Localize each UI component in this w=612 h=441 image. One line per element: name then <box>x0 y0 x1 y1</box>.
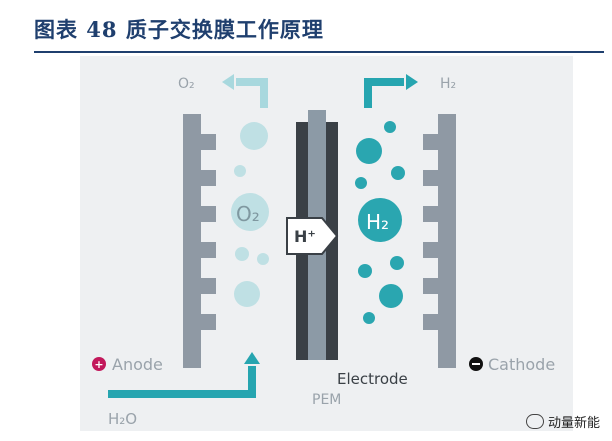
proton-tag <box>286 217 339 255</box>
o2-bubble-label: O₂ <box>236 202 260 226</box>
wechat-icon <box>525 414 544 429</box>
h2o-label: H₂O <box>108 410 137 428</box>
page-title: 图表 48 质子交换膜工作原理 <box>34 17 324 42</box>
anode-plate <box>183 114 216 368</box>
oxygen-bubble <box>240 122 268 150</box>
hydrogen-bubble <box>358 264 372 278</box>
h2-bubble-label: H₂ <box>366 210 389 234</box>
oxygen-bubble <box>234 281 260 307</box>
oxygen-bubbles <box>231 122 269 307</box>
electrode-label: Electrode <box>337 370 408 388</box>
h-plus-label: H⁺ <box>294 227 316 246</box>
o2-outlet-label: O₂ <box>178 76 195 92</box>
title-underline <box>34 51 604 53</box>
hydrogen-bubble <box>384 121 396 133</box>
hydrogen-bubble <box>391 166 405 180</box>
pem-label: PEM <box>312 392 341 408</box>
hydrogen-bubble <box>356 138 382 164</box>
h2-outlet-arrow <box>364 78 404 108</box>
hydrogen-bubble <box>355 177 367 189</box>
oxygen-bubble <box>231 193 269 231</box>
arrow-icon <box>406 74 418 90</box>
plus-icon: + <box>94 358 103 371</box>
h2-outlet-label: H₂ <box>440 76 456 92</box>
oxygen-bubble <box>257 253 269 265</box>
oxygen-bubble <box>235 247 249 261</box>
o2-outlet-arrow <box>236 78 268 108</box>
oxygen-bubble <box>234 165 246 177</box>
plus-icon <box>92 357 106 371</box>
hydrogen-bubbles <box>355 121 405 324</box>
hydrogen-bubble <box>358 198 402 242</box>
hydrogen-bubble <box>363 312 375 324</box>
cathode-label: Cathode <box>488 355 555 374</box>
arrow-icon <box>244 352 260 364</box>
arrow-icon <box>222 74 234 90</box>
watermark: 动量新能 <box>525 412 600 431</box>
hydrogen-bubble <box>379 284 403 308</box>
h2o-inlet-arrow <box>108 366 256 398</box>
cathode-plate <box>423 114 456 368</box>
minus-icon <box>472 363 480 365</box>
hydrogen-bubble <box>390 256 404 270</box>
watermark-text: 动量新能 <box>547 416 600 431</box>
anode-label: Anode <box>112 355 163 374</box>
